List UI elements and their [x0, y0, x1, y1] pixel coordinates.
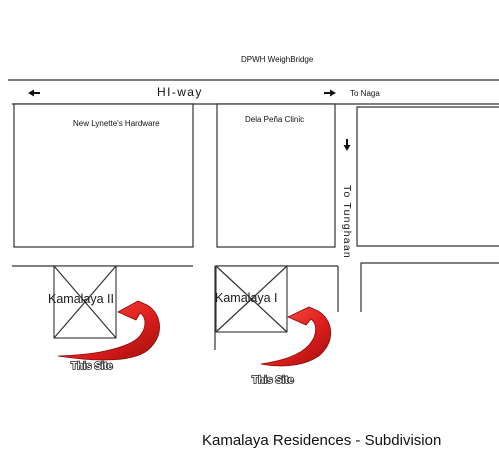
- map-caption: Kamalaya Residences - Subdivision: [202, 432, 441, 449]
- block-clinic: [216, 103, 336, 248]
- this-site-label-right: This Site: [252, 375, 294, 386]
- curved-red-arrow-icon-2: [260, 306, 332, 367]
- arrow-down-icon: [343, 139, 351, 151]
- block-hardware: [13, 103, 194, 248]
- block-east-lower: [360, 262, 499, 312]
- this-site-label-left: This Site: [71, 361, 113, 372]
- to-naga-label: To Naga: [350, 89, 380, 98]
- to-tunghaan-label: To Tunghaan: [341, 185, 353, 259]
- kamalaya-i-label: Kamalaya I: [215, 291, 278, 305]
- weighbridge-label: DPWH WeighBridge: [241, 55, 314, 64]
- curved-red-arrow-icon: [57, 300, 160, 361]
- arrow-left-icon: [28, 89, 40, 97]
- lot-kamalaya-ii: [53, 265, 117, 339]
- highway-label: HI-way: [157, 85, 203, 99]
- arrow-right-icon: [324, 89, 336, 97]
- hardware-label: New Lynette's Hardware: [73, 119, 160, 128]
- kamalaya-ii-label: Kamalaya II: [48, 292, 114, 306]
- lot-kamalaya-i: [215, 265, 288, 333]
- block-east-upper: [356, 106, 499, 247]
- clinic-label: Dela Peña Clinic: [245, 115, 304, 124]
